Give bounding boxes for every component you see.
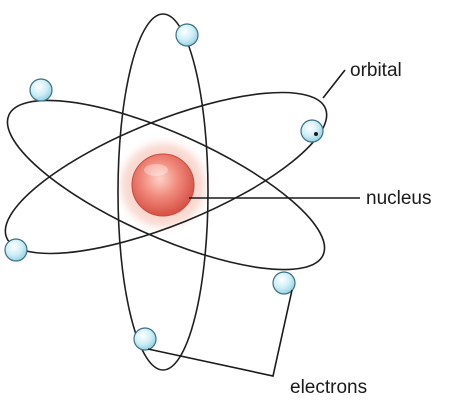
electrons-leader-line	[147, 289, 293, 377]
electron-center-dot	[314, 132, 318, 136]
electron	[272, 271, 296, 295]
nucleus-label: nucleus	[366, 188, 432, 209]
orbit-ascending	[4, 91, 328, 255]
electron	[29, 78, 53, 102]
orbit-vertical	[117, 13, 209, 371]
nucleus-highlight	[144, 164, 168, 176]
electron	[300, 119, 324, 143]
orbit-descending	[6, 99, 326, 271]
nucleus	[131, 153, 195, 217]
orbital-label: orbital	[350, 60, 402, 81]
orbital-leader-line	[322, 69, 346, 99]
electrons-label: electrons	[290, 377, 367, 398]
electron	[4, 238, 28, 262]
electron	[175, 23, 199, 47]
electron	[133, 327, 157, 351]
